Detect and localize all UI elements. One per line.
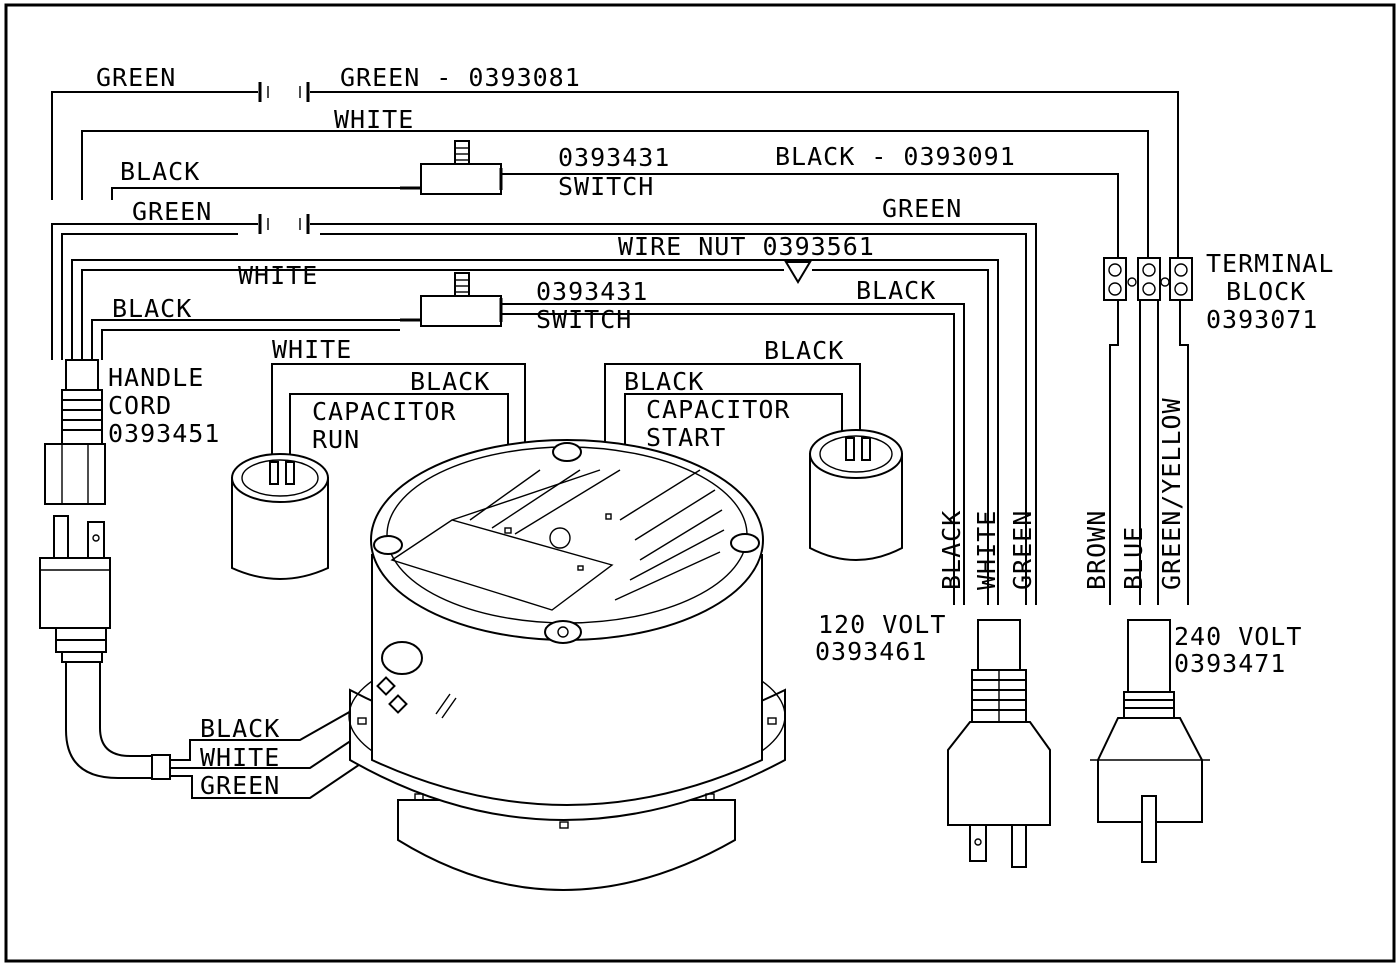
label-switch1-part: 0393431 <box>558 143 670 172</box>
label-handle-3: 0393451 <box>108 419 220 448</box>
label-240-wire-brown: BROWN <box>1082 510 1111 590</box>
label-top-white: WHITE <box>334 105 414 134</box>
top-green-wire <box>51 82 1179 260</box>
handle-plug <box>39 515 171 780</box>
label-240-part: 0393471 <box>1174 649 1286 678</box>
label-120-wire-black: BLACK <box>937 510 966 590</box>
handle-cord <box>44 359 106 505</box>
label-top-green: GREEN <box>96 63 176 92</box>
label-start-black: BLACK <box>624 367 704 396</box>
label-terminal-1: TERMINAL <box>1206 249 1334 278</box>
label-black2-right: BLACK <box>856 276 936 305</box>
label-120-part: 0393461 <box>815 637 927 666</box>
motor-vents <box>469 469 725 601</box>
label-capacitor-start-2: START <box>646 423 726 452</box>
label-lead-green: GREEN <box>200 771 280 800</box>
label-black3-left: BLACK <box>112 294 192 323</box>
label-120-volt: 120 VOLT <box>818 610 946 639</box>
diagram-border <box>4 3 1396 963</box>
label-switch2: SWITCH <box>536 305 632 334</box>
label-120-wire-green: GREEN <box>1008 510 1037 590</box>
label-run-white: WHITE <box>272 335 352 364</box>
label-capacitor-run-2: RUN <box>312 425 360 454</box>
label-run-black: BLACK <box>410 367 490 396</box>
label-terminal-3: 0393071 <box>1206 305 1318 334</box>
motor-leads <box>170 705 447 799</box>
capacitor-run-wires <box>271 363 526 470</box>
label-terminal-2: BLOCK <box>1226 277 1306 306</box>
label-wire-nut: WIRE NUT 0393561 <box>618 232 875 261</box>
label-top-green-part: GREEN - 0393081 <box>340 63 581 92</box>
top-black-wire <box>111 140 1119 260</box>
label-start-black-top: BLACK <box>764 336 844 365</box>
label-lead-black: BLACK <box>200 714 280 743</box>
green2-wire <box>51 214 1037 605</box>
label-handle-2: CORD <box>108 391 172 420</box>
label-switch1: SWITCH <box>558 172 654 201</box>
label-handle-1: HANDLE <box>108 363 204 392</box>
label-240-wire-blue: BLUE <box>1119 526 1148 590</box>
label-black-part: BLACK - 0393091 <box>775 142 1016 171</box>
label-120-wire-white: WHITE <box>972 510 1001 590</box>
label-switch2-part: 0393431 <box>536 277 648 306</box>
white2-wire <box>71 259 999 605</box>
label-white2: WHITE <box>238 261 318 290</box>
motor-unit <box>348 439 786 891</box>
black2-wire <box>91 272 965 605</box>
label-green2-right: GREEN <box>882 194 962 223</box>
label-capacitor-run-1: CAPACITOR <box>312 397 456 426</box>
label-lead-white: WHITE <box>200 743 280 772</box>
top-white-wire <box>81 130 1149 260</box>
terminal-block <box>1103 257 1193 605</box>
label-240-volt: 240 VOLT <box>1174 622 1302 651</box>
cord-120v <box>947 619 1051 868</box>
label-capacitor-start-1: CAPACITOR <box>646 395 790 424</box>
label-240-wire-greenyellow: GREEN/YELLOW <box>1157 397 1186 590</box>
capacitor-run <box>231 453 329 580</box>
cord-240v <box>1090 619 1210 863</box>
capacitor-start <box>809 429 903 561</box>
label-top-black: BLACK <box>120 157 200 186</box>
label-green2-left: GREEN <box>132 197 212 226</box>
